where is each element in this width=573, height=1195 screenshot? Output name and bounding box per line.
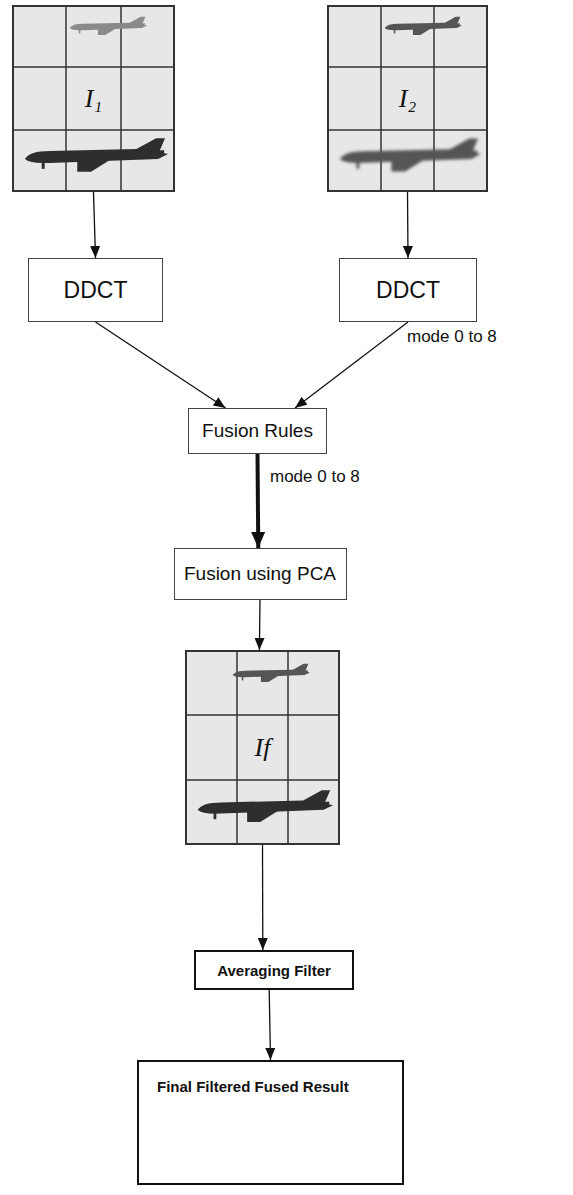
process-box: Fusion using PCA [174,548,347,600]
result-box: Final Filtered Fused Result [137,1060,404,1185]
flow-arrow [262,845,264,950]
box-label: Averaging Filter [217,962,331,979]
grid-lines [327,5,488,192]
flow-arrow [269,990,270,1060]
image-label: I₁ [85,84,103,114]
plane-picture [198,790,333,822]
flow-arrow [407,192,409,258]
grid-ground [327,5,488,192]
plane-picture [385,17,462,35]
plane-picture [233,664,310,682]
flow-arrow [259,600,261,650]
image-grid [327,5,488,192]
grid-lines [12,5,175,192]
box-label: Fusion Rules [202,420,313,442]
process-box: DDCT [339,258,477,322]
image-grid: I₂ [327,5,488,192]
process-box: Fusion Rules [188,408,327,454]
image-grid [185,650,340,845]
edge-label: mode 0 to 8 [268,467,362,487]
edge-label: mode 0 to 8 [405,327,499,347]
image-label: If [255,733,271,763]
box-label: Final Filtered Fused Result [157,1078,349,1095]
image-label: I₂ [399,84,417,114]
box-label: DDCT [376,277,440,304]
grid-lines [185,650,340,845]
grid-ground [185,650,340,845]
plane-picture [340,139,481,172]
flow-arrow [295,322,408,408]
flow-arrow [94,192,96,258]
image-grid: I₁ [12,5,175,192]
image-grid [12,5,175,192]
flow-arrow [256,454,261,548]
plane-picture [25,138,168,172]
grid-ground [12,5,175,192]
process-box: Averaging Filter [194,950,354,990]
box-label: Fusion using PCA [184,563,336,585]
process-box: DDCT [28,258,163,322]
box-label: DDCT [64,277,128,304]
plane-picture [70,17,147,35]
image-grid: If [185,650,340,845]
flow-arrow [96,322,226,408]
